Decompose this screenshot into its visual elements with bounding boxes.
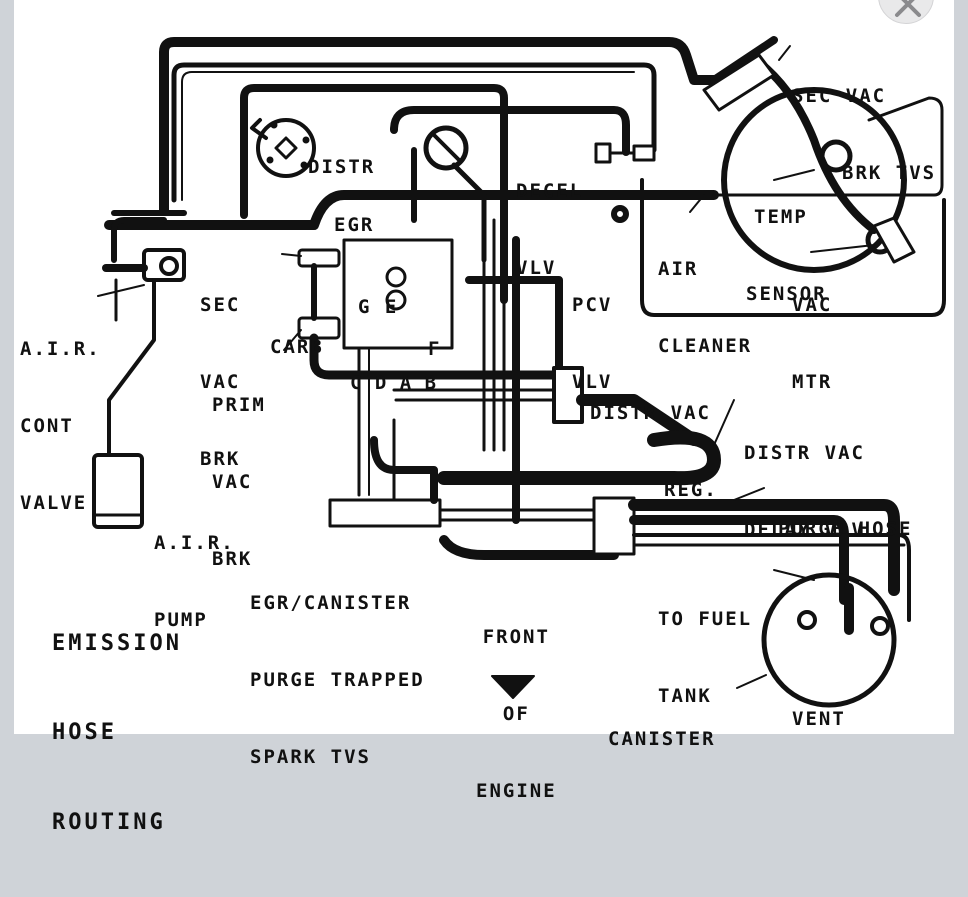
label-air-cleaner: AIR CLEANER: [658, 206, 752, 411]
label-line: BRK: [200, 448, 241, 471]
label-line: ENGINE: [476, 780, 557, 803]
label-line: TEMP: [754, 206, 808, 229]
label-sec-vac-brk: SEC VAC BRK: [200, 242, 281, 524]
label-line: CLEANER: [658, 335, 753, 358]
label-line: CANISTER: [608, 728, 716, 751]
label-line: SEC: [200, 294, 241, 317]
label-line: AIR: [658, 258, 699, 281]
label-line: TO FUEL: [658, 608, 753, 631]
label-line: SEC VAC: [792, 85, 887, 108]
label-line: VAC: [212, 471, 253, 494]
label-vent: VENT: [792, 656, 873, 784]
label-distr-vac-delay-vlv: DISTR VAC DELAY VLV: [744, 390, 865, 595]
diagram-page: SEC VAC BRK TVS DISTR DECEL VLV EGR TEMP…: [14, 0, 954, 835]
label-line: VENT: [792, 708, 846, 731]
label-line: REG.: [664, 479, 718, 502]
label-decel-vlv: DECEL VLV: [516, 128, 597, 333]
label-to-fuel-tank: TO FUEL TANK: [658, 556, 752, 761]
carb-ports-bottom: C D A B: [350, 320, 437, 448]
label-line: F: [428, 338, 442, 361]
label-line: PRIM: [212, 394, 266, 417]
close-button[interactable]: [878, 0, 934, 24]
label-line: VALVE: [20, 492, 88, 515]
label-prim-vac-brk: PRIM VAC BRK: [212, 342, 293, 624]
label-line: BRK TVS: [842, 162, 937, 185]
label-air-cont-valve: A.I.R. CONT VALVE: [20, 286, 101, 568]
label-line: PCV: [572, 294, 613, 317]
label-air-pump: A.I.R. PUMP: [154, 480, 235, 685]
label-line: SPARK TVS: [250, 746, 371, 769]
label-canister: CANISTER: [608, 676, 716, 804]
label-carb: CARB: [270, 284, 351, 412]
label-line: BRK: [212, 548, 253, 571]
carb-port-f: F: [428, 286, 509, 414]
label-pcv-vlv: PCV VLV: [572, 242, 653, 447]
title-line: HOSE: [52, 720, 117, 746]
label-line: EGR/CANISTER: [250, 592, 412, 615]
viewer-frame: SEC VAC BRK TVS DISTR DECEL VLV EGR TEMP…: [14, 0, 954, 835]
label-line: A.I.R.: [154, 532, 235, 555]
title-line: ROUTING: [52, 809, 166, 835]
label-line: PURGE TRAPPED: [250, 669, 425, 692]
close-icon: [895, 0, 921, 17]
label-line: DISTR: [308, 156, 376, 179]
label-egr-canister-tvs: EGR/CANISTER PURGE TRAPPED SPARK TVS: [250, 540, 425, 822]
label-line: DECEL: [516, 180, 584, 203]
label-sec-vac-brk-tvs: SEC VAC BRK TVS: [792, 33, 936, 238]
label-line: OF: [502, 703, 530, 726]
diagram-title: EMISSION HOSE ROUTING: [52, 570, 182, 897]
label-line: CONT: [20, 415, 74, 438]
label-vac-mtr: VAC MTR: [792, 242, 873, 447]
label-line: PURGE HOSE: [778, 518, 913, 541]
label-line: DISTR VAC: [590, 402, 711, 425]
label-line: VAC: [200, 371, 241, 394]
label-line: VLV: [572, 371, 613, 394]
label-temp-sensor: TEMP SENSOR: [746, 154, 827, 359]
title-line: EMISSION: [52, 631, 182, 657]
label-line: SENSOR: [746, 283, 827, 306]
label-distr: DISTR: [308, 104, 389, 232]
label-line: MTR: [792, 371, 833, 394]
label-line: DELAY VLV: [744, 519, 865, 542]
label-purge-hose: PURGE HOSE: [778, 466, 912, 594]
label-line: CARB: [270, 336, 324, 359]
label-line: G E: [358, 296, 399, 319]
label-line: EGR: [334, 214, 375, 237]
label-line: A.I.R.: [20, 338, 101, 361]
label-line: VLV: [516, 257, 557, 280]
label-line: C D A B: [350, 372, 438, 395]
carb-ports-top: G E: [358, 244, 439, 372]
label-front-of-engine: FRONT OF ENGINE: [476, 574, 557, 856]
label-line: DISTR VAC: [744, 442, 865, 465]
label-line: TANK: [658, 685, 712, 708]
label-distr-vac-reg: DISTR VAC REG.: [590, 350, 718, 555]
label-line: FRONT: [482, 626, 550, 649]
label-line: VAC: [792, 294, 833, 317]
label-line: PUMP: [154, 609, 208, 632]
label-egr: EGR: [334, 162, 415, 290]
hose-routing-diagram: [92, 36, 946, 708]
